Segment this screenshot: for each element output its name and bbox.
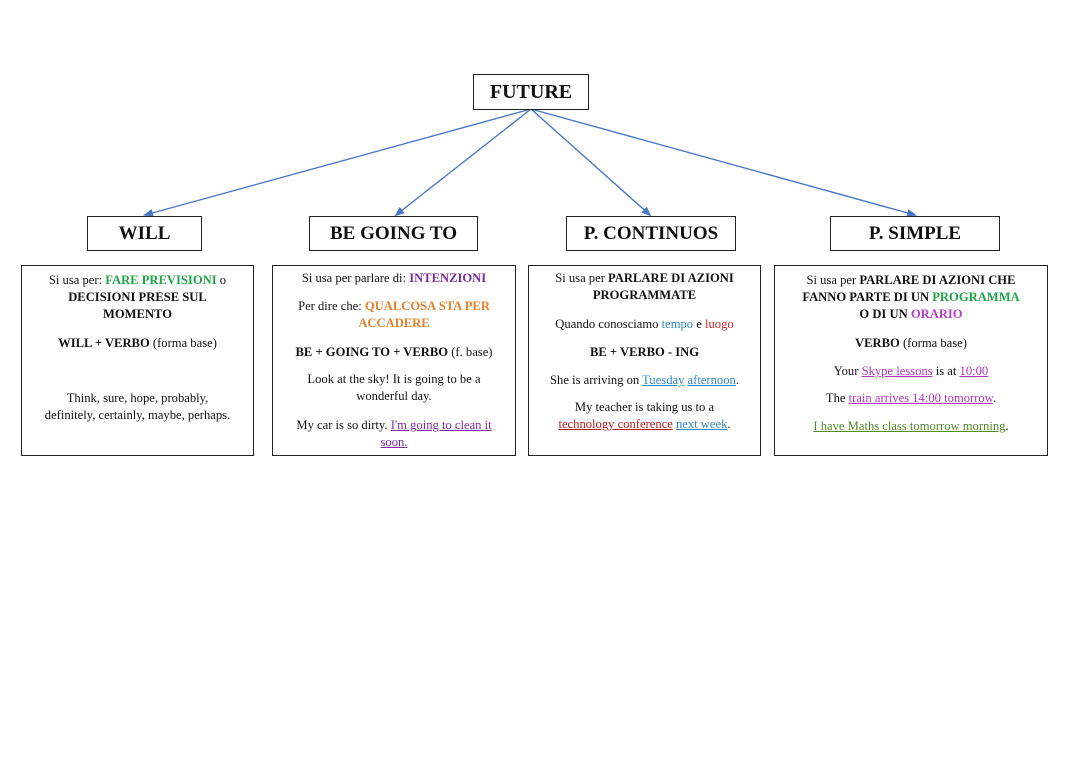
detail-box-be-going-to: Si usa per parlare di: INTENZIONI Per di… — [272, 265, 516, 456]
continuous-note: Quando conosciamo tempo e luogo — [555, 317, 734, 331]
going-usage: Si usa per parlare di: INTENZIONI — [301, 271, 487, 285]
going-example-2: My car is so dirty. I'm going to clean i… — [296, 418, 492, 449]
branch-title-present-continuous: P. CONTINUOS — [566, 216, 736, 251]
arrow-to-going — [394, 108, 532, 217]
root-node-future: FUTURE — [473, 74, 589, 110]
branch-title-present-simple: P. SIMPLE — [830, 216, 1000, 251]
will-keywords: Think, sure, hope, probably, definitely,… — [44, 391, 231, 422]
arrow-to-continuous — [530, 108, 652, 217]
continuous-example-2: My teacher is taking us to a technology … — [558, 400, 731, 431]
going-example-1: Look at the sky! It is going to be a won… — [307, 372, 481, 403]
continuous-example-1: She is arriving on Tuesday afternoon. — [550, 373, 739, 387]
branch-title-will: WILL — [87, 216, 202, 251]
simple-example-2: The train arrives 14:00 tomorrow. — [825, 391, 997, 405]
arrow-to-simple — [530, 108, 917, 217]
detail-box-present-simple: Si usa per PARLARE DI AZIONI CHE FANNO P… — [774, 265, 1048, 456]
continuous-usage: Si usa per PARLARE DI AZIONI PROGRAMMATE — [555, 271, 734, 302]
going-structure: BE + GOING TO + VERBO (f. base) — [295, 345, 493, 359]
simple-structure: VERBO (forma base) — [855, 336, 967, 350]
will-structure: WILL + VERBO (forma base) — [58, 336, 217, 350]
detail-box-will: Si usa per: FARE PREVISIONI o DECISIONI … — [21, 265, 254, 456]
going-meaning: Per dire che: QUALCOSA STA PER ACCADERE — [298, 299, 490, 330]
simple-example-1: Your Skype lessons is at 10:00 — [833, 364, 989, 378]
simple-usage: Si usa per PARLARE DI AZIONI CHE FANNO P… — [802, 273, 1020, 321]
simple-example-3: I have Maths class tomorrow morning. — [813, 419, 1009, 433]
continuous-structure: BE + VERBO - ING — [589, 345, 700, 359]
branch-title-be-going-to: BE GOING TO — [309, 216, 478, 251]
will-usage: Si usa per: FARE PREVISIONI o DECISIONI … — [48, 273, 227, 321]
arrow-to-will — [143, 108, 532, 217]
detail-box-present-continuous: Si usa per PARLARE DI AZIONI PROGRAMMATE… — [528, 265, 761, 456]
